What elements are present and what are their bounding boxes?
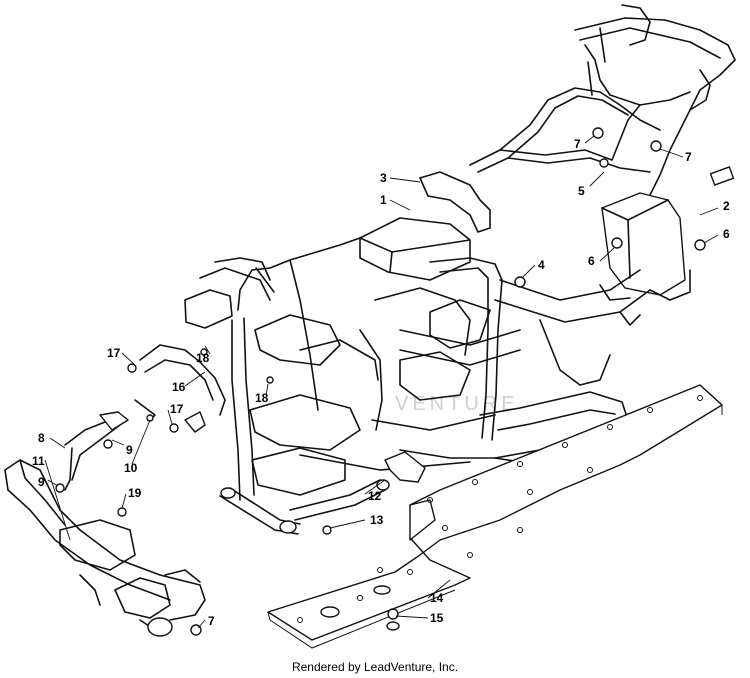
callout-3: 3 xyxy=(380,171,387,185)
callout-10: 10 xyxy=(124,461,138,475)
callout-15: 15 xyxy=(430,611,444,625)
callout-1: 1 xyxy=(380,193,387,207)
callout-17b: 17 xyxy=(170,402,184,416)
cargo-mount-box xyxy=(601,166,735,296)
callout-11: 11 xyxy=(32,454,45,468)
callout-6a: 6 xyxy=(588,254,595,268)
callout-7c: 7 xyxy=(208,614,215,628)
callout-13: 13 xyxy=(370,513,384,527)
callout-14: 14 xyxy=(430,591,444,605)
callout-7b: 7 xyxy=(685,150,692,164)
callout-2: 2 xyxy=(723,199,730,213)
callout-19: 19 xyxy=(128,486,142,500)
callout-8: 8 xyxy=(38,431,45,445)
rear-subframe xyxy=(469,4,736,196)
callout-6b: 6 xyxy=(723,227,730,241)
callouts: 1 2 3 4 5 6 6 7 7 7 8 9 9 10 11 12 13 14… xyxy=(32,137,730,628)
callout-18b: 18 xyxy=(255,391,269,405)
callout-5: 5 xyxy=(578,184,585,198)
callout-9a: 9 xyxy=(38,475,45,489)
callout-4: 4 xyxy=(538,258,545,272)
callout-9b: 9 xyxy=(126,443,133,457)
callout-16: 16 xyxy=(172,380,186,394)
callout-7a: 7 xyxy=(574,137,581,151)
callout-17a: 17 xyxy=(107,346,121,360)
skid-plate xyxy=(267,384,723,649)
leader-lines xyxy=(44,135,719,629)
front-bumper xyxy=(4,459,206,637)
callout-18a: 18 xyxy=(196,351,210,365)
callout-12: 12 xyxy=(368,489,382,503)
main-frame-cage xyxy=(184,171,691,535)
side-bracket xyxy=(139,344,226,433)
rendered-by-credit: Rendered by LeadVenture, Inc. xyxy=(291,660,459,674)
